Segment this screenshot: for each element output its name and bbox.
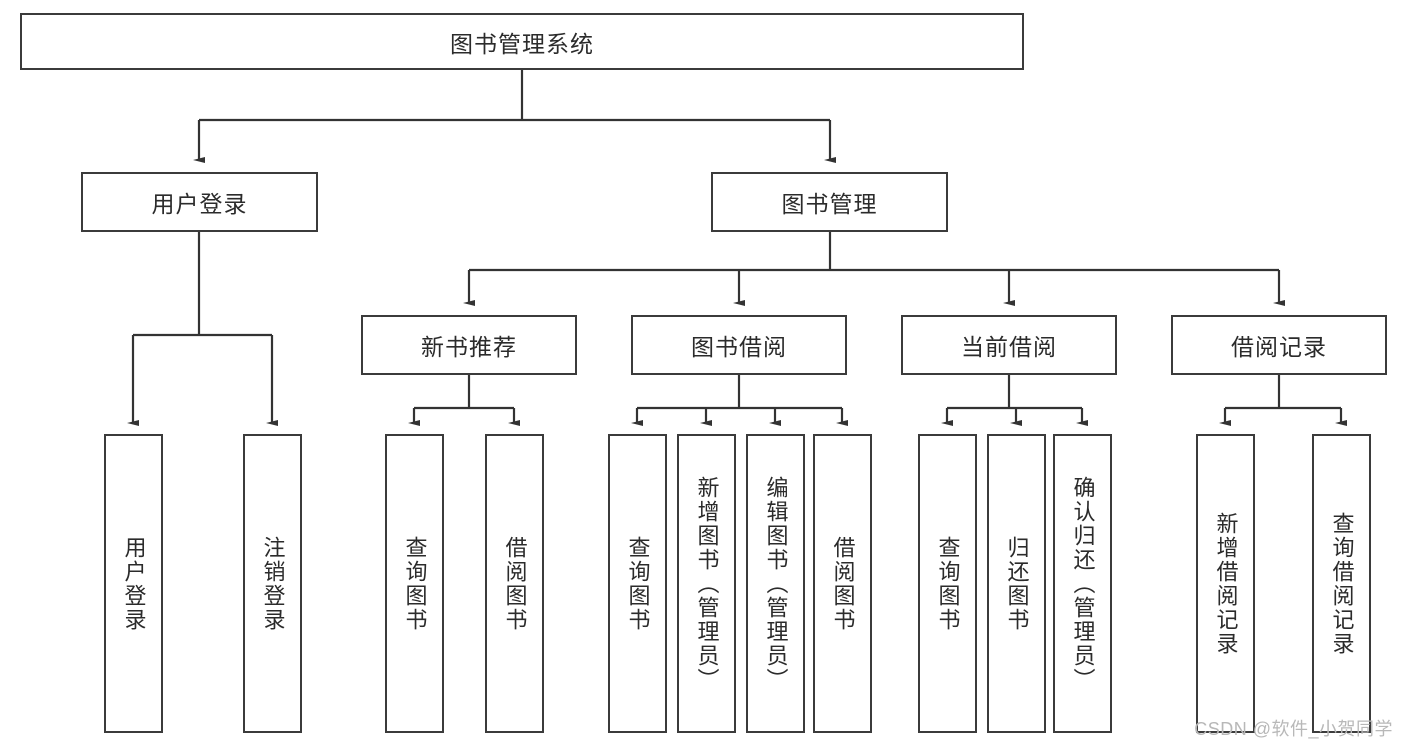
node-label: 借阅图书 — [502, 535, 528, 632]
node-root-system[interactable]: 图书管理系统 — [20, 13, 1024, 70]
node-user-login[interactable]: 用户登录 — [81, 172, 318, 232]
leaf-current-borrow-confirm-return[interactable]: 确认归还（管理员） — [1053, 434, 1112, 733]
node-label: 查询图书 — [935, 535, 961, 632]
node-borrow-record[interactable]: 借阅记录 — [1171, 315, 1387, 375]
node-current-borrow[interactable]: 当前借阅 — [901, 315, 1117, 375]
node-label: 查询借阅记录 — [1329, 511, 1355, 656]
node-label: 查询图书 — [402, 535, 428, 632]
leaf-book-borrow-query[interactable]: 查询图书 — [608, 434, 667, 733]
leaf-book-borrow-lend[interactable]: 借阅图书 — [813, 434, 872, 733]
node-label: 编辑图书（管理员） — [763, 475, 789, 692]
leaf-user-login-signin[interactable]: 用户登录 — [104, 434, 163, 733]
node-label: 当前借阅 — [961, 334, 1057, 360]
leaf-current-borrow-query[interactable]: 查询图书 — [918, 434, 977, 733]
node-book-management[interactable]: 图书管理 — [711, 172, 948, 232]
node-label: 归还图书 — [1004, 535, 1030, 632]
node-new-book-recommend[interactable]: 新书推荐 — [361, 315, 577, 375]
leaf-new-book-query[interactable]: 查询图书 — [385, 434, 444, 733]
node-label: 图书管理 — [781, 191, 878, 217]
leaf-new-book-borrow[interactable]: 借阅图书 — [485, 434, 544, 733]
node-label: 确认归还（管理员） — [1070, 475, 1096, 692]
node-label: 新书推荐 — [421, 334, 517, 360]
leaf-user-login-signout[interactable]: 注销登录 — [243, 434, 302, 733]
leaf-borrow-record-query[interactable]: 查询借阅记录 — [1312, 434, 1371, 733]
leaf-book-borrow-edit[interactable]: 编辑图书（管理员） — [746, 434, 805, 733]
node-label: 用户登录 — [121, 535, 147, 632]
node-label: 借阅记录 — [1231, 334, 1327, 360]
leaf-current-borrow-return[interactable]: 归还图书 — [987, 434, 1046, 733]
node-label: 新增借阅记录 — [1213, 511, 1239, 656]
node-label: 新增图书（管理员） — [694, 475, 720, 692]
node-label: 查询图书 — [625, 535, 651, 632]
node-label: 注销登录 — [260, 535, 286, 632]
node-book-borrow[interactable]: 图书借阅 — [631, 315, 847, 375]
leaf-book-borrow-add[interactable]: 新增图书（管理员） — [677, 434, 736, 733]
leaf-borrow-record-add[interactable]: 新增借阅记录 — [1196, 434, 1255, 733]
watermark-text: CSDN @软件_小贺同学 — [1194, 719, 1393, 739]
node-label: 图书借阅 — [691, 334, 787, 360]
node-label: 用户登录 — [151, 191, 248, 217]
node-label: 借阅图书 — [830, 535, 856, 632]
node-label: 图书管理系统 — [450, 30, 594, 57]
